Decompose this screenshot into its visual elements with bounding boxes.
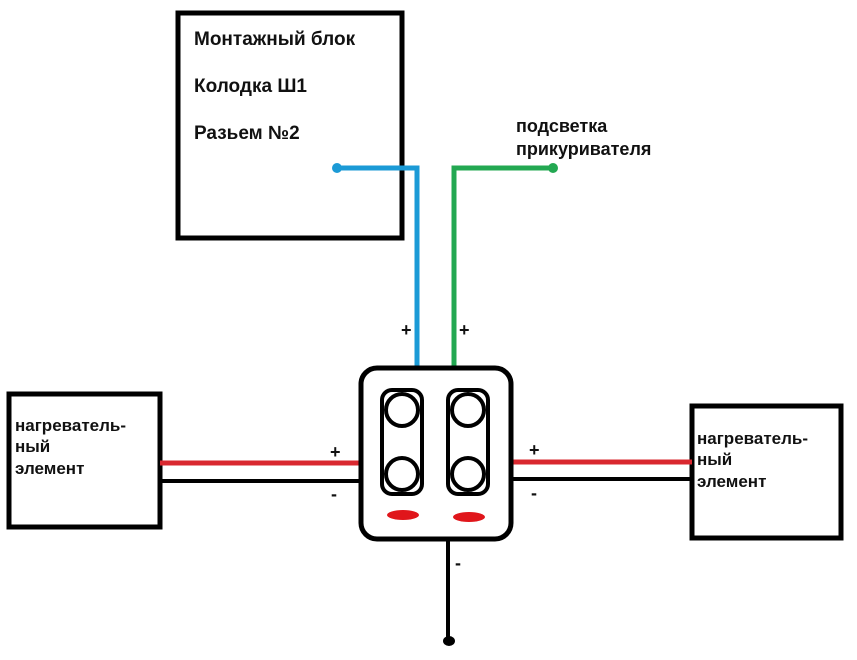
heater-left-line3: элемент (15, 459, 84, 478)
switch-key-left-top-button (384, 392, 420, 428)
switch-key-right-top-button (450, 392, 486, 428)
heater-left-line1: нагреватель- (15, 416, 126, 435)
left-minus-sign: - (331, 484, 337, 504)
switch-key-left-bottom-button (384, 456, 420, 492)
mounting-block-title: Монтажный блок (194, 29, 356, 50)
blue-plus-sign: + (401, 320, 412, 340)
switch-body (358, 365, 514, 542)
heater-right-box (689, 403, 844, 541)
blue-wire-terminal (332, 163, 342, 173)
left-plus-sign: + (330, 442, 341, 462)
switch-key-right-bottom-button (450, 456, 486, 492)
heater-right-line1: нагреватель- (697, 429, 808, 448)
green-plus-sign: + (459, 320, 470, 340)
indicator-right (453, 512, 485, 522)
backlight-label-line1: подсветка (516, 116, 608, 136)
heater-left-line2: ный (15, 437, 50, 456)
ground-minus-sign: - (455, 553, 461, 573)
mounting-block-socket: Разьем №2 (194, 123, 300, 144)
mounting-block-connector: Колодка Ш1 (194, 76, 307, 97)
right-plus-sign: + (529, 440, 540, 460)
right-minus-sign: - (531, 483, 537, 503)
heater-right-line2: ный (697, 450, 732, 469)
switch-key-left (380, 388, 424, 496)
green-wire (451, 165, 553, 369)
switch-key-right (446, 388, 490, 496)
backlight-label-line2: прикуривателя (516, 139, 651, 159)
indicator-left (387, 510, 419, 520)
heater-right-line3: элемент (697, 472, 766, 491)
ground-terminal (443, 636, 455, 646)
blue-wire (337, 165, 420, 369)
green-wire-terminal (548, 163, 558, 173)
mounting-block-box (175, 10, 405, 241)
